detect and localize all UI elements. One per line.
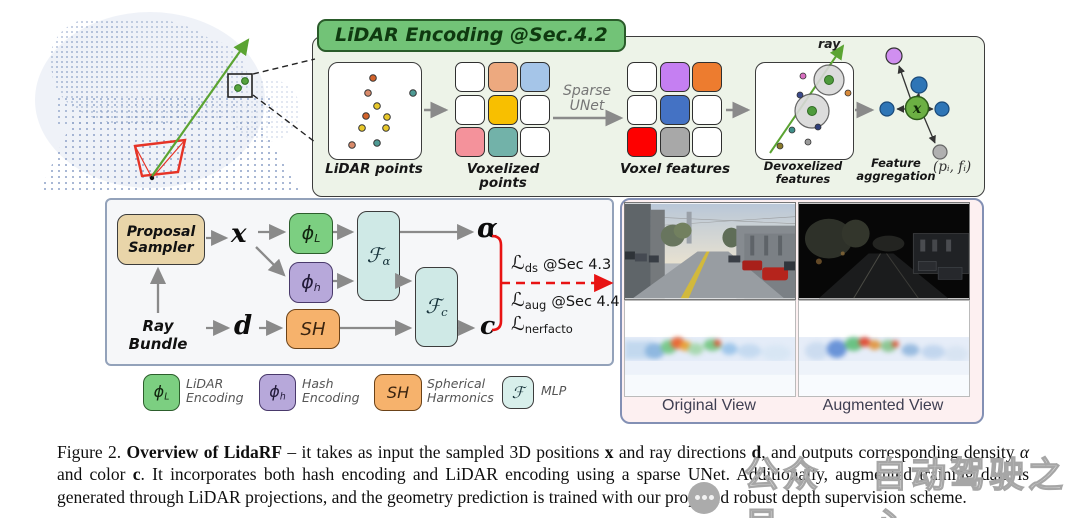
voxel-cell <box>627 62 657 92</box>
ray-bundle-label: Ray Bundle <box>128 317 188 353</box>
stage-label-aggregation: Feature aggregation <box>856 157 936 182</box>
sh-symbol: SH <box>300 318 326 340</box>
symbol-c: c <box>480 311 496 340</box>
legend-phi-h: ϕh <box>269 382 286 403</box>
figure-caption: Figure 2. Overview of LidaRF – it takes … <box>57 442 1029 507</box>
original-view-photo <box>624 202 796 300</box>
loss-ds: ℒds@Sec 4.3 <box>511 252 612 275</box>
legend-spherical-harmonics-box: SH <box>374 374 422 411</box>
aggregation-line1: Feature <box>871 156 921 170</box>
augmented-view-photo-svg <box>799 203 969 299</box>
voxel-cell <box>520 127 550 157</box>
legend-mlp-label: MLP <box>541 383 567 398</box>
symbol-x: x <box>231 219 247 249</box>
aggregation-line2: aggregation <box>856 168 936 183</box>
ray-label: ray <box>818 36 841 51</box>
augmented-view-depth <box>798 300 970 397</box>
camera-ray-arrow <box>151 38 250 177</box>
zoom-square <box>227 73 253 98</box>
augmented-view-label: Augmented View <box>822 397 944 414</box>
F-c-symbol: ℱc <box>425 294 448 320</box>
lidar-encoding-box: ϕL <box>289 213 333 254</box>
lidar-points-box <box>328 62 422 160</box>
F-alpha-symbol: ℱα <box>366 243 391 269</box>
voxel-cell <box>455 94 485 125</box>
proposal-sampler-box: Proposal Sampler <box>117 214 205 265</box>
loss-nerfacto: ℒnerfacto <box>511 313 573 336</box>
point-cloud-scene <box>35 12 300 190</box>
voxel-cell <box>659 62 690 92</box>
camera-frustum <box>133 138 187 181</box>
legend-lidar-encoding-box: ϕL <box>143 374 180 411</box>
augmented-view-depth-svg <box>799 301 969 396</box>
voxel-cell <box>487 127 518 157</box>
watermark-name: 自动驾驶之心 <box>871 455 1068 518</box>
phi-L-symbol: ϕL <box>301 221 321 246</box>
loss-aug: ℒaug@Sec 4.4 <box>511 289 620 312</box>
watermark: 公众号 自动驾驶之心 <box>688 447 1080 518</box>
spherical-harmonics-box: SH <box>286 309 340 349</box>
zoom-connector-lines <box>252 58 316 143</box>
voxel-cell <box>487 62 518 92</box>
voxel-cell <box>455 62 485 92</box>
voxel-cell <box>487 94 518 125</box>
lidar-encoding-title: LiDAR Encoding @Sec.4.2 <box>317 19 626 52</box>
legend-phi-L: ϕL <box>153 382 170 403</box>
voxel-cell <box>455 127 485 157</box>
sparse-unet-label: Sparse UNet <box>549 84 625 114</box>
proposal-sampler-label: Proposal Sampler <box>127 224 196 256</box>
voxel-cell <box>659 94 690 125</box>
voxel-cell <box>627 94 657 125</box>
phi-h-symbol: ϕh <box>301 270 321 295</box>
wechat-icon <box>688 482 720 514</box>
original-view-label: Original View <box>662 397 756 414</box>
voxel-cell <box>520 94 550 125</box>
voxel-cell <box>692 62 722 92</box>
legend-hash-encoding-box: ϕh <box>259 374 296 411</box>
original-view-depth <box>624 300 796 397</box>
stage-label-voxel-features: Voxel features <box>620 161 730 177</box>
original-view-photo-svg <box>625 203 795 299</box>
augmented-view-photo <box>798 202 970 300</box>
devoxelized-features-box <box>755 62 854 160</box>
density-mlp-box: ℱα <box>357 211 400 301</box>
ps-line1: Proposal <box>126 223 196 240</box>
voxel-cell <box>627 127 657 157</box>
stage-label-voxelized-points: Voxelized points <box>466 161 540 191</box>
voxel-cell <box>659 127 690 157</box>
sparse-unet-line1: Sparse <box>562 83 611 99</box>
symbol-alpha: α <box>477 213 498 244</box>
voxel-cell <box>692 94 722 125</box>
voxel-features-grid <box>627 62 722 157</box>
sparse-unet-line2: UNet <box>569 98 605 114</box>
legend-mlp-box: ℱ <box>502 376 534 409</box>
symbol-d: d <box>234 311 253 341</box>
devoxelized-line2: features <box>775 171 831 186</box>
legend-F: ℱ <box>511 383 525 402</box>
devoxelized-line1: Devoxelized <box>763 159 843 173</box>
hash-encoding-box: ϕh <box>289 262 333 303</box>
original-view-depth-svg <box>625 301 795 396</box>
legend-sh: SH <box>386 383 410 402</box>
stage-label-devoxelized: Devoxelized features <box>753 160 853 185</box>
point-feature-tuple: (pᵢ, fᵢ) <box>933 159 972 175</box>
color-mlp-box: ℱc <box>415 267 458 347</box>
voxelized-points-grid <box>455 62 550 157</box>
ps-line2: Sampler <box>128 239 194 256</box>
voxel-cell <box>520 62 550 92</box>
stage-label-lidar-points: LiDAR points <box>325 161 423 177</box>
caption-title: Overview of LidaRF <box>126 442 283 462</box>
voxel-cell <box>692 127 722 157</box>
caption-figure-number: Figure 2. <box>57 442 127 462</box>
watermark-prefix: 公众号 <box>743 455 823 518</box>
